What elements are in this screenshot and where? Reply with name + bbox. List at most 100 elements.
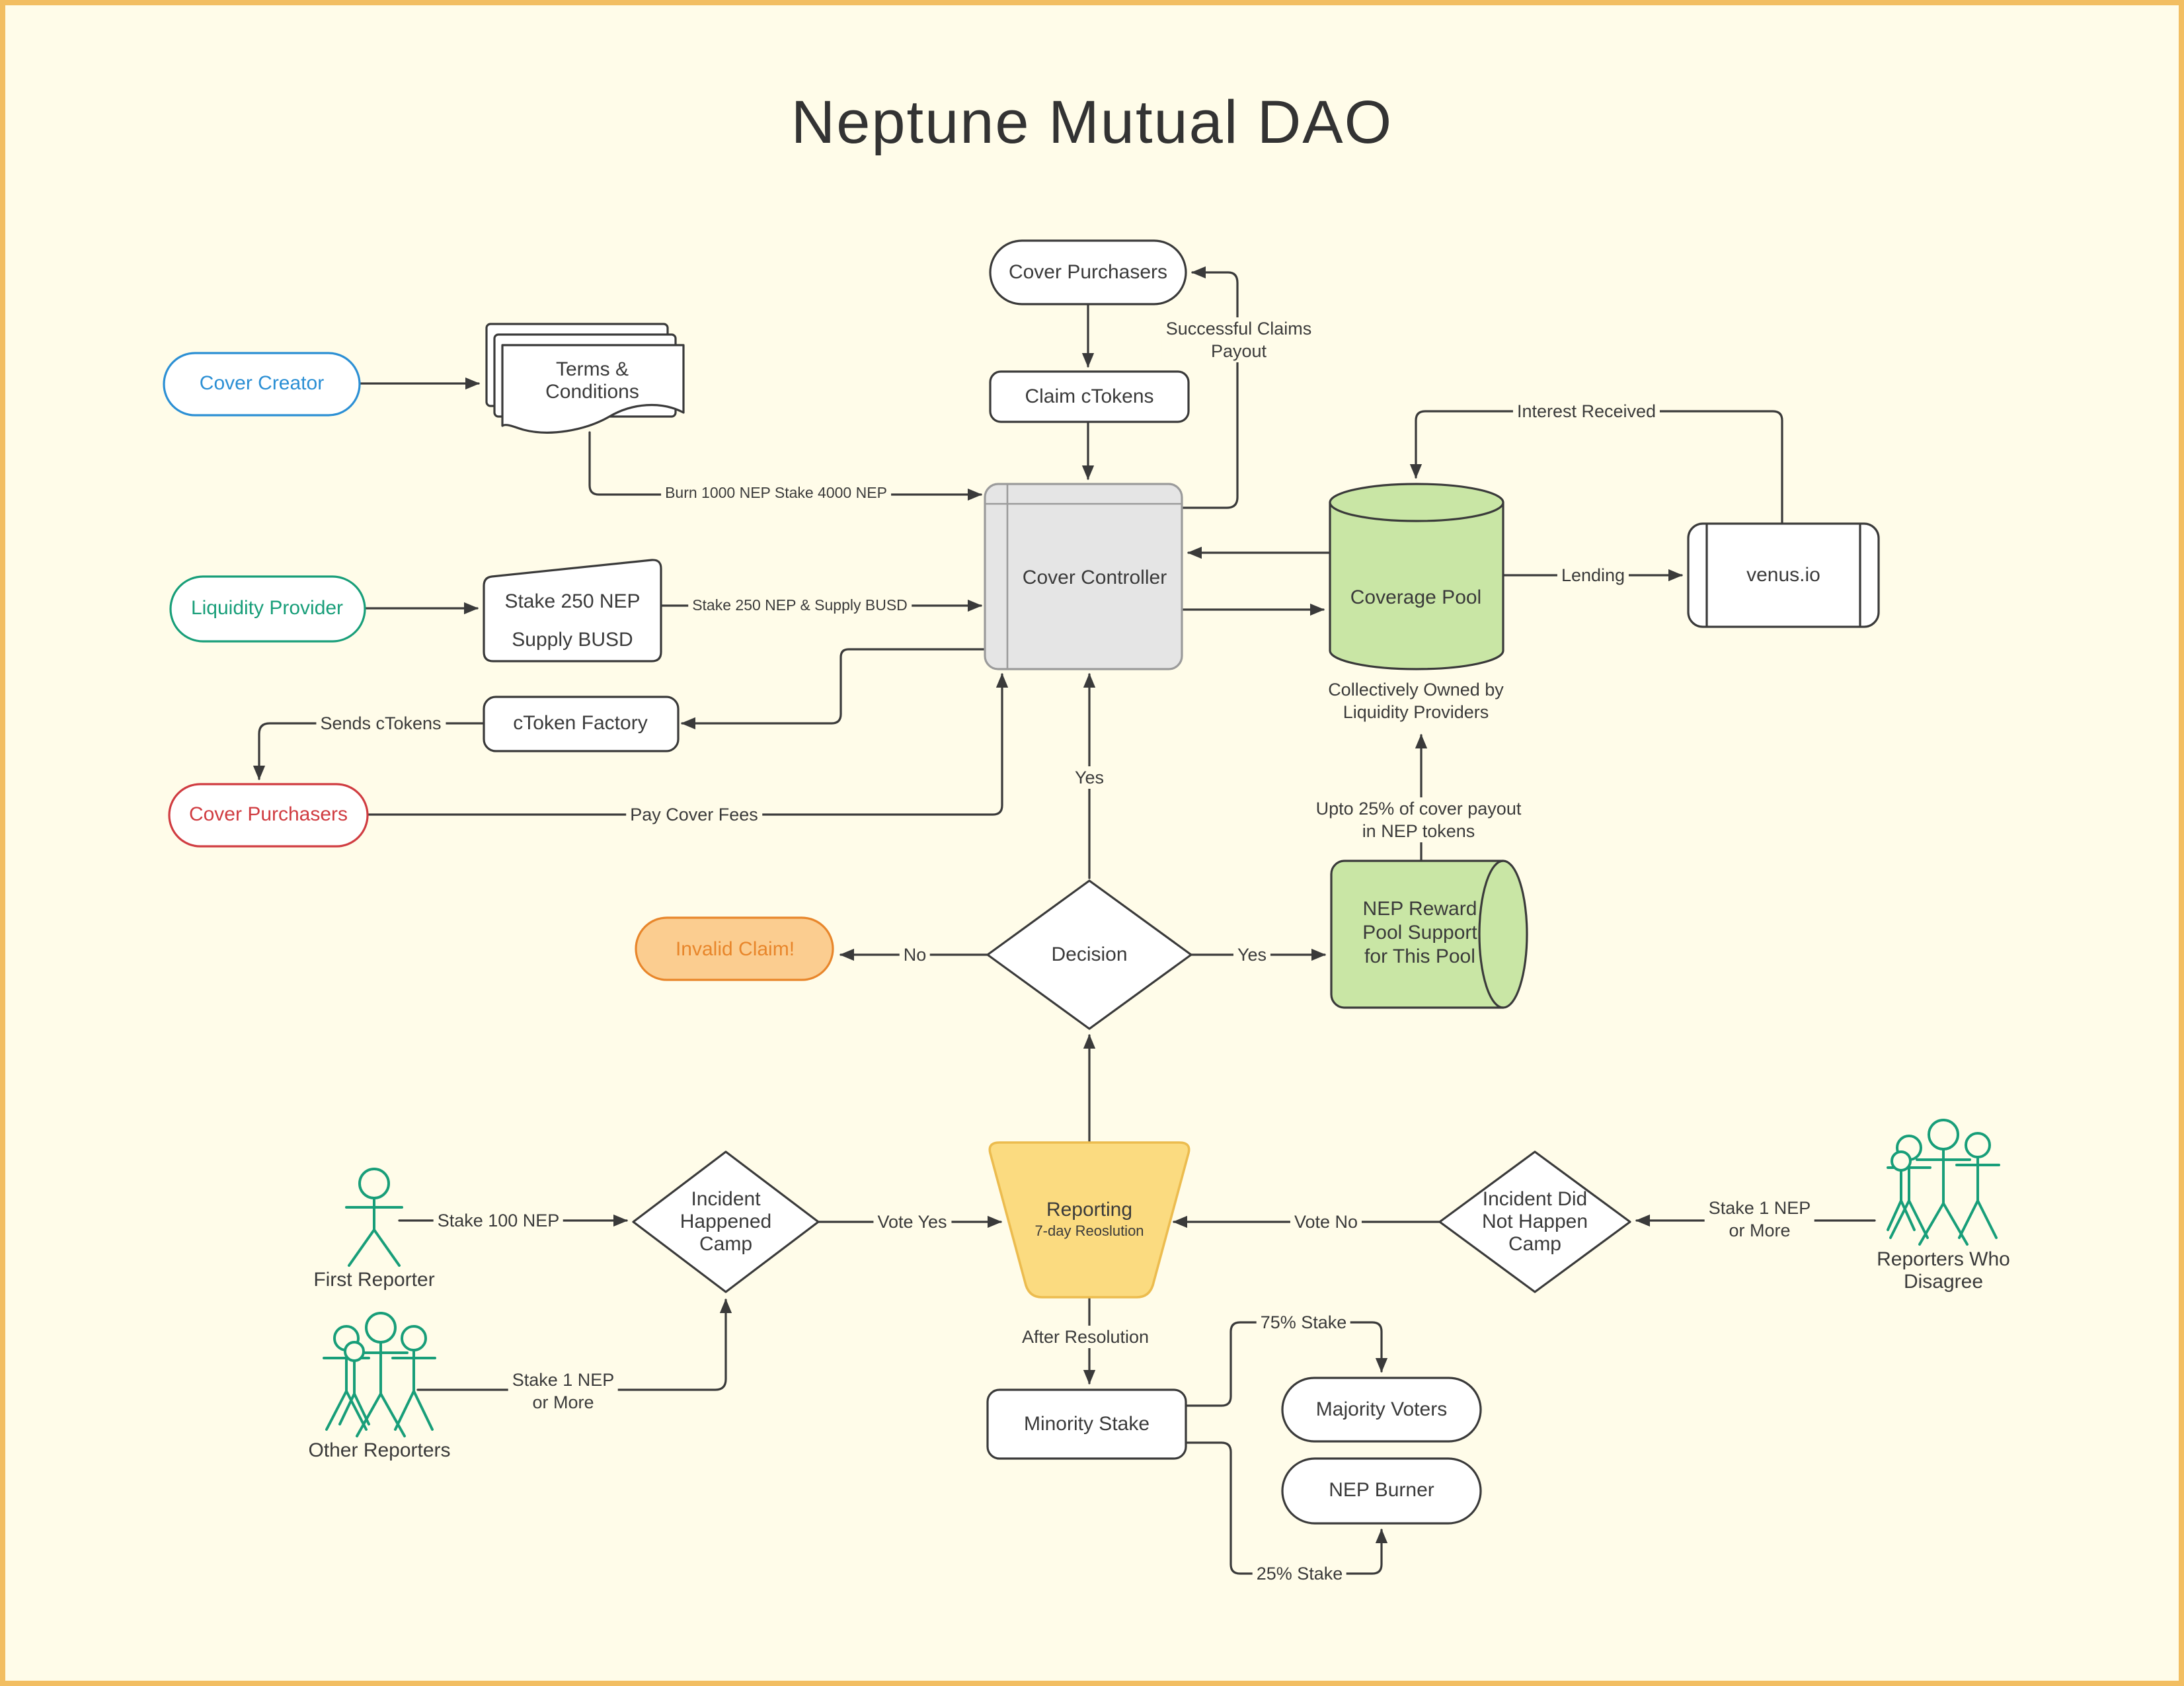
cover-controller-shape bbox=[984, 483, 1183, 670]
coverage-pool-label: Coverage Pool bbox=[1350, 586, 1482, 609]
nep-reward-pool-shape bbox=[1330, 860, 1528, 1009]
minority-stake-label: Minority Stake bbox=[1023, 1413, 1150, 1435]
majority-voters-shape bbox=[1281, 1377, 1482, 1443]
terms-conditions-label: Terms & Conditions bbox=[545, 358, 639, 403]
edge-otherreporters-happened bbox=[416, 1299, 732, 1391]
terms-conditions-document-shape bbox=[485, 323, 685, 434]
reporters-disagree-line-1: Reporters Who bbox=[1877, 1248, 2010, 1271]
incident-not-line-3: Camp bbox=[1508, 1233, 1561, 1256]
edge-minority-majority-75 bbox=[1185, 1321, 1388, 1407]
stake-card-line-1: Stake 250 NEP bbox=[504, 590, 641, 613]
liquidity-provider-shape bbox=[169, 575, 366, 643]
majority-voters-label: Majority Voters bbox=[1315, 1398, 1448, 1421]
yes-up-edge-label: Yes bbox=[1070, 766, 1109, 789]
nep-burner-label: NEP Burner bbox=[1329, 1479, 1434, 1502]
upto-payout-line-1: Upto 25% of cover payout bbox=[1315, 799, 1522, 819]
ctoken-factory-label: cToken Factory bbox=[513, 712, 648, 735]
vote-no-edge-label: Vote No bbox=[1290, 1211, 1362, 1233]
stake-card-shape bbox=[483, 559, 662, 662]
cover-creator-shape bbox=[163, 352, 361, 417]
edge-controller-purchasers-payout bbox=[1181, 266, 1239, 509]
first-reporter-label: First Reporter bbox=[313, 1269, 435, 1291]
stake-1-left-line-2: or More bbox=[532, 1392, 594, 1412]
incident-not-line-2: Not Happen bbox=[1481, 1211, 1588, 1233]
collectively-owned-label: Collectively Owned by Liquidity Provider… bbox=[1324, 678, 1508, 723]
reporting-shape bbox=[988, 1141, 1190, 1299]
nep-reward-line-2: Pool Support bbox=[1362, 922, 1477, 944]
invalid-claim-label: Invalid Claim! bbox=[675, 938, 795, 961]
edge-terms-controller-burn bbox=[588, 431, 982, 501]
incident-happened-camp-shape bbox=[632, 1150, 820, 1293]
reporters-disagree-line-2: Disagree bbox=[1903, 1271, 1984, 1293]
reporters-disagree-icon bbox=[1887, 1119, 2000, 1246]
decision-shape bbox=[986, 879, 1192, 1030]
venus-shape bbox=[1687, 522, 1880, 628]
successful-claims-line-1: Successful Claims bbox=[1165, 319, 1312, 339]
stake-25-edge-label: 25% Stake bbox=[1252, 1562, 1347, 1585]
edge-purchasers-controller-fees bbox=[366, 673, 1009, 816]
vote-yes-edge-label: Vote Yes bbox=[873, 1211, 951, 1233]
stake-card-line-2: Supply BUSD bbox=[512, 629, 633, 651]
stake-1-right-edge-label: Stake 1 NEP or More bbox=[1704, 1197, 1815, 1242]
yes-right-edge-label: Yes bbox=[1233, 943, 1271, 966]
stake-75-edge-label: 75% Stake bbox=[1256, 1311, 1351, 1334]
cover-purchasers-top-label: Cover Purchasers bbox=[1008, 261, 1168, 284]
sends-ctokens-edge-label: Sends cTokens bbox=[316, 712, 446, 735]
upto-payout-edge-label: Upto 25% of cover payout in NEP tokens bbox=[1311, 797, 1526, 842]
venus-label: venus.io bbox=[1746, 564, 1820, 586]
nep-reward-pool-label: NEP Reward Pool Support for This Pool bbox=[1362, 898, 1477, 969]
stake-1-left-edge-label: Stake 1 NEP or More bbox=[508, 1369, 619, 1414]
reporting-sublabel: 7-day Reoslution bbox=[1034, 1224, 1144, 1240]
stake-1-right-line-2: or More bbox=[1729, 1221, 1791, 1240]
edge-factory-purchasers-sends bbox=[253, 722, 485, 780]
incident-happened-line-2: Happened bbox=[680, 1211, 772, 1233]
ctoken-factory-shape bbox=[483, 696, 680, 752]
liquidity-provider-label: Liquidity Provider bbox=[190, 597, 344, 620]
stake-1-right-line-1: Stake 1 NEP bbox=[1708, 1198, 1811, 1218]
page-title: Neptune Mutual DAO bbox=[791, 87, 1393, 156]
burn-stake-edge-label: Burn 1000 NEP Stake 4000 NEP bbox=[661, 483, 891, 506]
collectively-owned-line-1: Collectively Owned by bbox=[1328, 680, 1504, 700]
incident-happened-line-1: Incident bbox=[691, 1188, 761, 1211]
invalid-claim-shape bbox=[635, 916, 834, 981]
claim-ctokens-label: Claim cTokens bbox=[1025, 385, 1154, 408]
successful-claims-edge-label: Successful Claims Payout bbox=[1161, 317, 1316, 362]
after-resolution-edge-label: After Resolution bbox=[1017, 1326, 1153, 1348]
cover-purchasers-red-label: Cover Purchasers bbox=[188, 803, 348, 826]
incident-not-line-1: Incident Did bbox=[1482, 1188, 1588, 1211]
claim-ctokens-shape bbox=[989, 370, 1190, 423]
nep-reward-line-3: for This Pool bbox=[1364, 945, 1475, 968]
edge-minority-burner-25 bbox=[1185, 1441, 1388, 1575]
cover-purchasers-top-shape bbox=[989, 239, 1187, 305]
upto-payout-line-2: in NEP tokens bbox=[1362, 821, 1475, 841]
nep-burner-shape bbox=[1281, 1457, 1482, 1525]
minority-stake-shape bbox=[986, 1388, 1187, 1460]
other-reporters-icon bbox=[323, 1312, 436, 1437]
interest-received-edge-label: Interest Received bbox=[1512, 400, 1660, 422]
incident-not-camp-label: Incident Did Not Happen Camp bbox=[1482, 1188, 1588, 1256]
incident-happened-camp-label: Incident Happened Camp bbox=[680, 1188, 771, 1256]
no-edge-label: No bbox=[899, 943, 931, 966]
coverage-pool-shape bbox=[1329, 483, 1504, 670]
pay-cover-fees-edge-label: Pay Cover Fees bbox=[626, 803, 762, 826]
nep-reward-line-1: NEP Reward bbox=[1362, 898, 1477, 920]
reporters-disagree-label: Reporters Who Disagree bbox=[1877, 1248, 2010, 1293]
lending-edge-label: Lending bbox=[1557, 564, 1629, 586]
cover-purchasers-red-shape bbox=[168, 783, 369, 848]
other-reporters-label: Other Reporters bbox=[308, 1439, 451, 1462]
cover-creator-label: Cover Creator bbox=[199, 372, 325, 395]
stake-supply-edge-label: Stake 250 NEP & Supply BUSD bbox=[688, 596, 912, 618]
terms-line-2: Conditions bbox=[545, 381, 639, 403]
incident-happened-line-3: Camp bbox=[699, 1233, 753, 1256]
collectively-owned-line-2: Liquidity Providers bbox=[1343, 702, 1489, 722]
edge-controller-factory bbox=[681, 648, 986, 730]
stake-100-edge-label: Stake 100 NEP bbox=[433, 1209, 564, 1232]
terms-line-1: Terms & bbox=[555, 358, 629, 381]
reporting-label: Reporting bbox=[1046, 1199, 1133, 1221]
incident-not-camp-shape bbox=[1438, 1150, 1631, 1293]
successful-claims-line-2: Payout bbox=[1210, 341, 1267, 361]
first-reporter-icon bbox=[345, 1168, 403, 1267]
cover-controller-label: Cover Controller bbox=[1022, 567, 1167, 589]
